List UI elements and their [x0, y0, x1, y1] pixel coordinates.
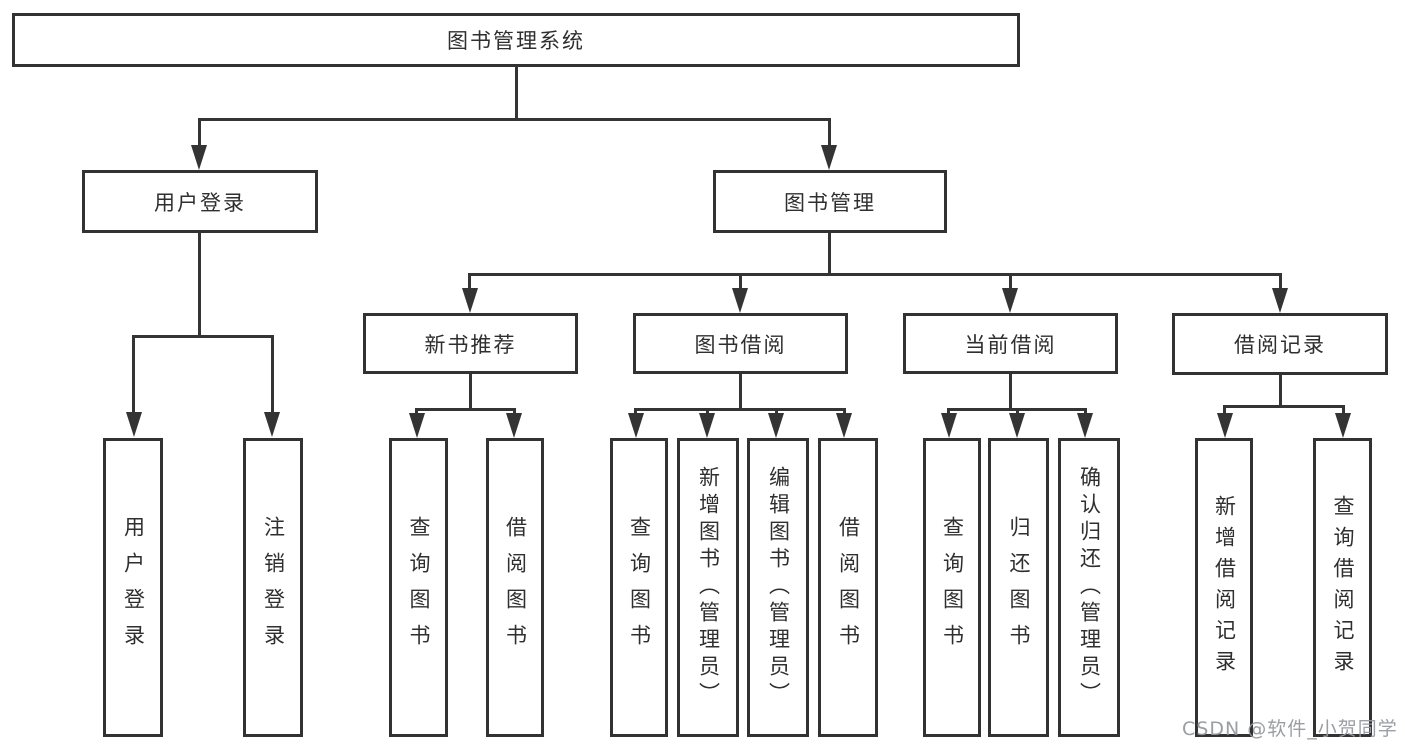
connector	[469, 374, 472, 410]
connector	[468, 273, 471, 289]
leaf-label: 注销登录	[261, 515, 286, 660]
connector	[1342, 405, 1345, 415]
arrow-down-icon	[732, 288, 748, 313]
node-root: 图书管理系统	[12, 13, 1020, 67]
leaf-confirm-return-admin: 确认归还（管理员）	[1058, 438, 1120, 737]
leaf-label: 新增图书（管理员）	[696, 466, 721, 709]
connector	[1016, 408, 1019, 415]
arrow-down-icon	[126, 412, 142, 437]
connector	[634, 408, 637, 415]
connector	[775, 408, 778, 415]
leaf-query-books-recommend: 查询图书	[389, 438, 448, 737]
leaf-query-borrow-record: 查询借阅记录	[1313, 438, 1372, 737]
arrow-down-icon	[1002, 288, 1018, 313]
connector	[132, 335, 135, 413]
arrow-down-icon	[1077, 413, 1093, 438]
connector	[198, 118, 831, 121]
connector	[947, 408, 950, 415]
arrow-down-icon	[264, 412, 280, 437]
leaf-label: 新增借阅记录	[1212, 494, 1237, 681]
arrow-down-icon	[628, 413, 644, 438]
leaf-add-borrow-record: 新增借阅记录	[1195, 438, 1253, 737]
connector	[828, 233, 831, 273]
connector	[1223, 405, 1226, 415]
leaf-borrow-books: 借阅图书	[818, 438, 878, 737]
leaf-label: 查询图书	[627, 515, 652, 660]
arrow-down-icon	[821, 145, 837, 170]
leaf-add-book-admin: 新增图书（管理员）	[677, 438, 739, 737]
leaf-label: 查询借阅记录	[1331, 494, 1355, 681]
leaf-label: 借阅图书	[836, 515, 861, 660]
csdn-watermark: CSDN @软件_小贺同学	[1182, 718, 1398, 740]
connector	[271, 335, 274, 413]
leaf-label: 确认归还（管理员）	[1077, 466, 1102, 709]
connector	[198, 233, 201, 335]
connector	[1279, 375, 1282, 407]
arrow-down-icon	[409, 413, 425, 438]
arrow-down-icon	[191, 145, 207, 170]
connector	[739, 273, 742, 289]
connector	[1279, 273, 1282, 289]
connector	[739, 374, 742, 410]
node-new-book-recommend: 新书推荐	[363, 313, 578, 374]
leaf-label: 用户登录	[121, 515, 146, 660]
connector	[706, 408, 709, 415]
connector	[1084, 408, 1087, 415]
node-borrowing-records: 借阅记录	[1172, 313, 1388, 375]
connector	[415, 408, 418, 415]
leaf-edit-book-admin: 编辑图书（管理员）	[747, 438, 809, 737]
arrow-down-icon	[1335, 413, 1351, 438]
arrow-down-icon	[1272, 288, 1288, 313]
leaf-return-book: 归还图书	[988, 438, 1049, 737]
leaf-query-books-current: 查询图书	[923, 438, 981, 737]
node-user-login: 用户登录	[82, 170, 318, 233]
connector	[515, 65, 518, 118]
connector	[1009, 374, 1012, 410]
leaf-borrow-books-recommend: 借阅图书	[486, 438, 544, 737]
arrow-down-icon	[836, 413, 852, 438]
leaf-user-login: 用户登录	[103, 438, 163, 737]
connector	[843, 408, 846, 415]
connector	[468, 273, 1282, 276]
leaf-label: 归还图书	[1007, 515, 1031, 660]
arrow-down-icon	[1217, 413, 1233, 438]
arrow-down-icon	[699, 413, 715, 438]
arrow-down-icon	[462, 288, 478, 313]
connector	[1223, 405, 1345, 408]
node-current-borrowing: 当前借阅	[903, 313, 1118, 374]
leaf-query-books-borrowing: 查询图书	[610, 438, 668, 737]
leaf-logout: 注销登录	[243, 438, 303, 737]
node-book-borrowing: 图书借阅	[633, 313, 848, 374]
leaf-label: 查询图书	[407, 515, 431, 660]
arrow-down-icon	[941, 413, 957, 438]
leaf-label: 查询图书	[940, 515, 965, 660]
connector	[415, 408, 516, 411]
leaf-label: 编辑图书（管理员）	[766, 466, 791, 709]
arrow-down-icon	[1009, 413, 1025, 438]
connector	[1009, 273, 1012, 289]
leaf-label: 借阅图书	[503, 515, 528, 660]
connector	[198, 118, 201, 147]
arrow-down-icon	[506, 413, 522, 438]
connector	[132, 335, 274, 338]
connector	[828, 118, 831, 147]
connector	[513, 408, 516, 415]
arrow-down-icon	[768, 413, 784, 438]
node-book-management: 图书管理	[713, 170, 947, 233]
connector	[634, 408, 846, 411]
